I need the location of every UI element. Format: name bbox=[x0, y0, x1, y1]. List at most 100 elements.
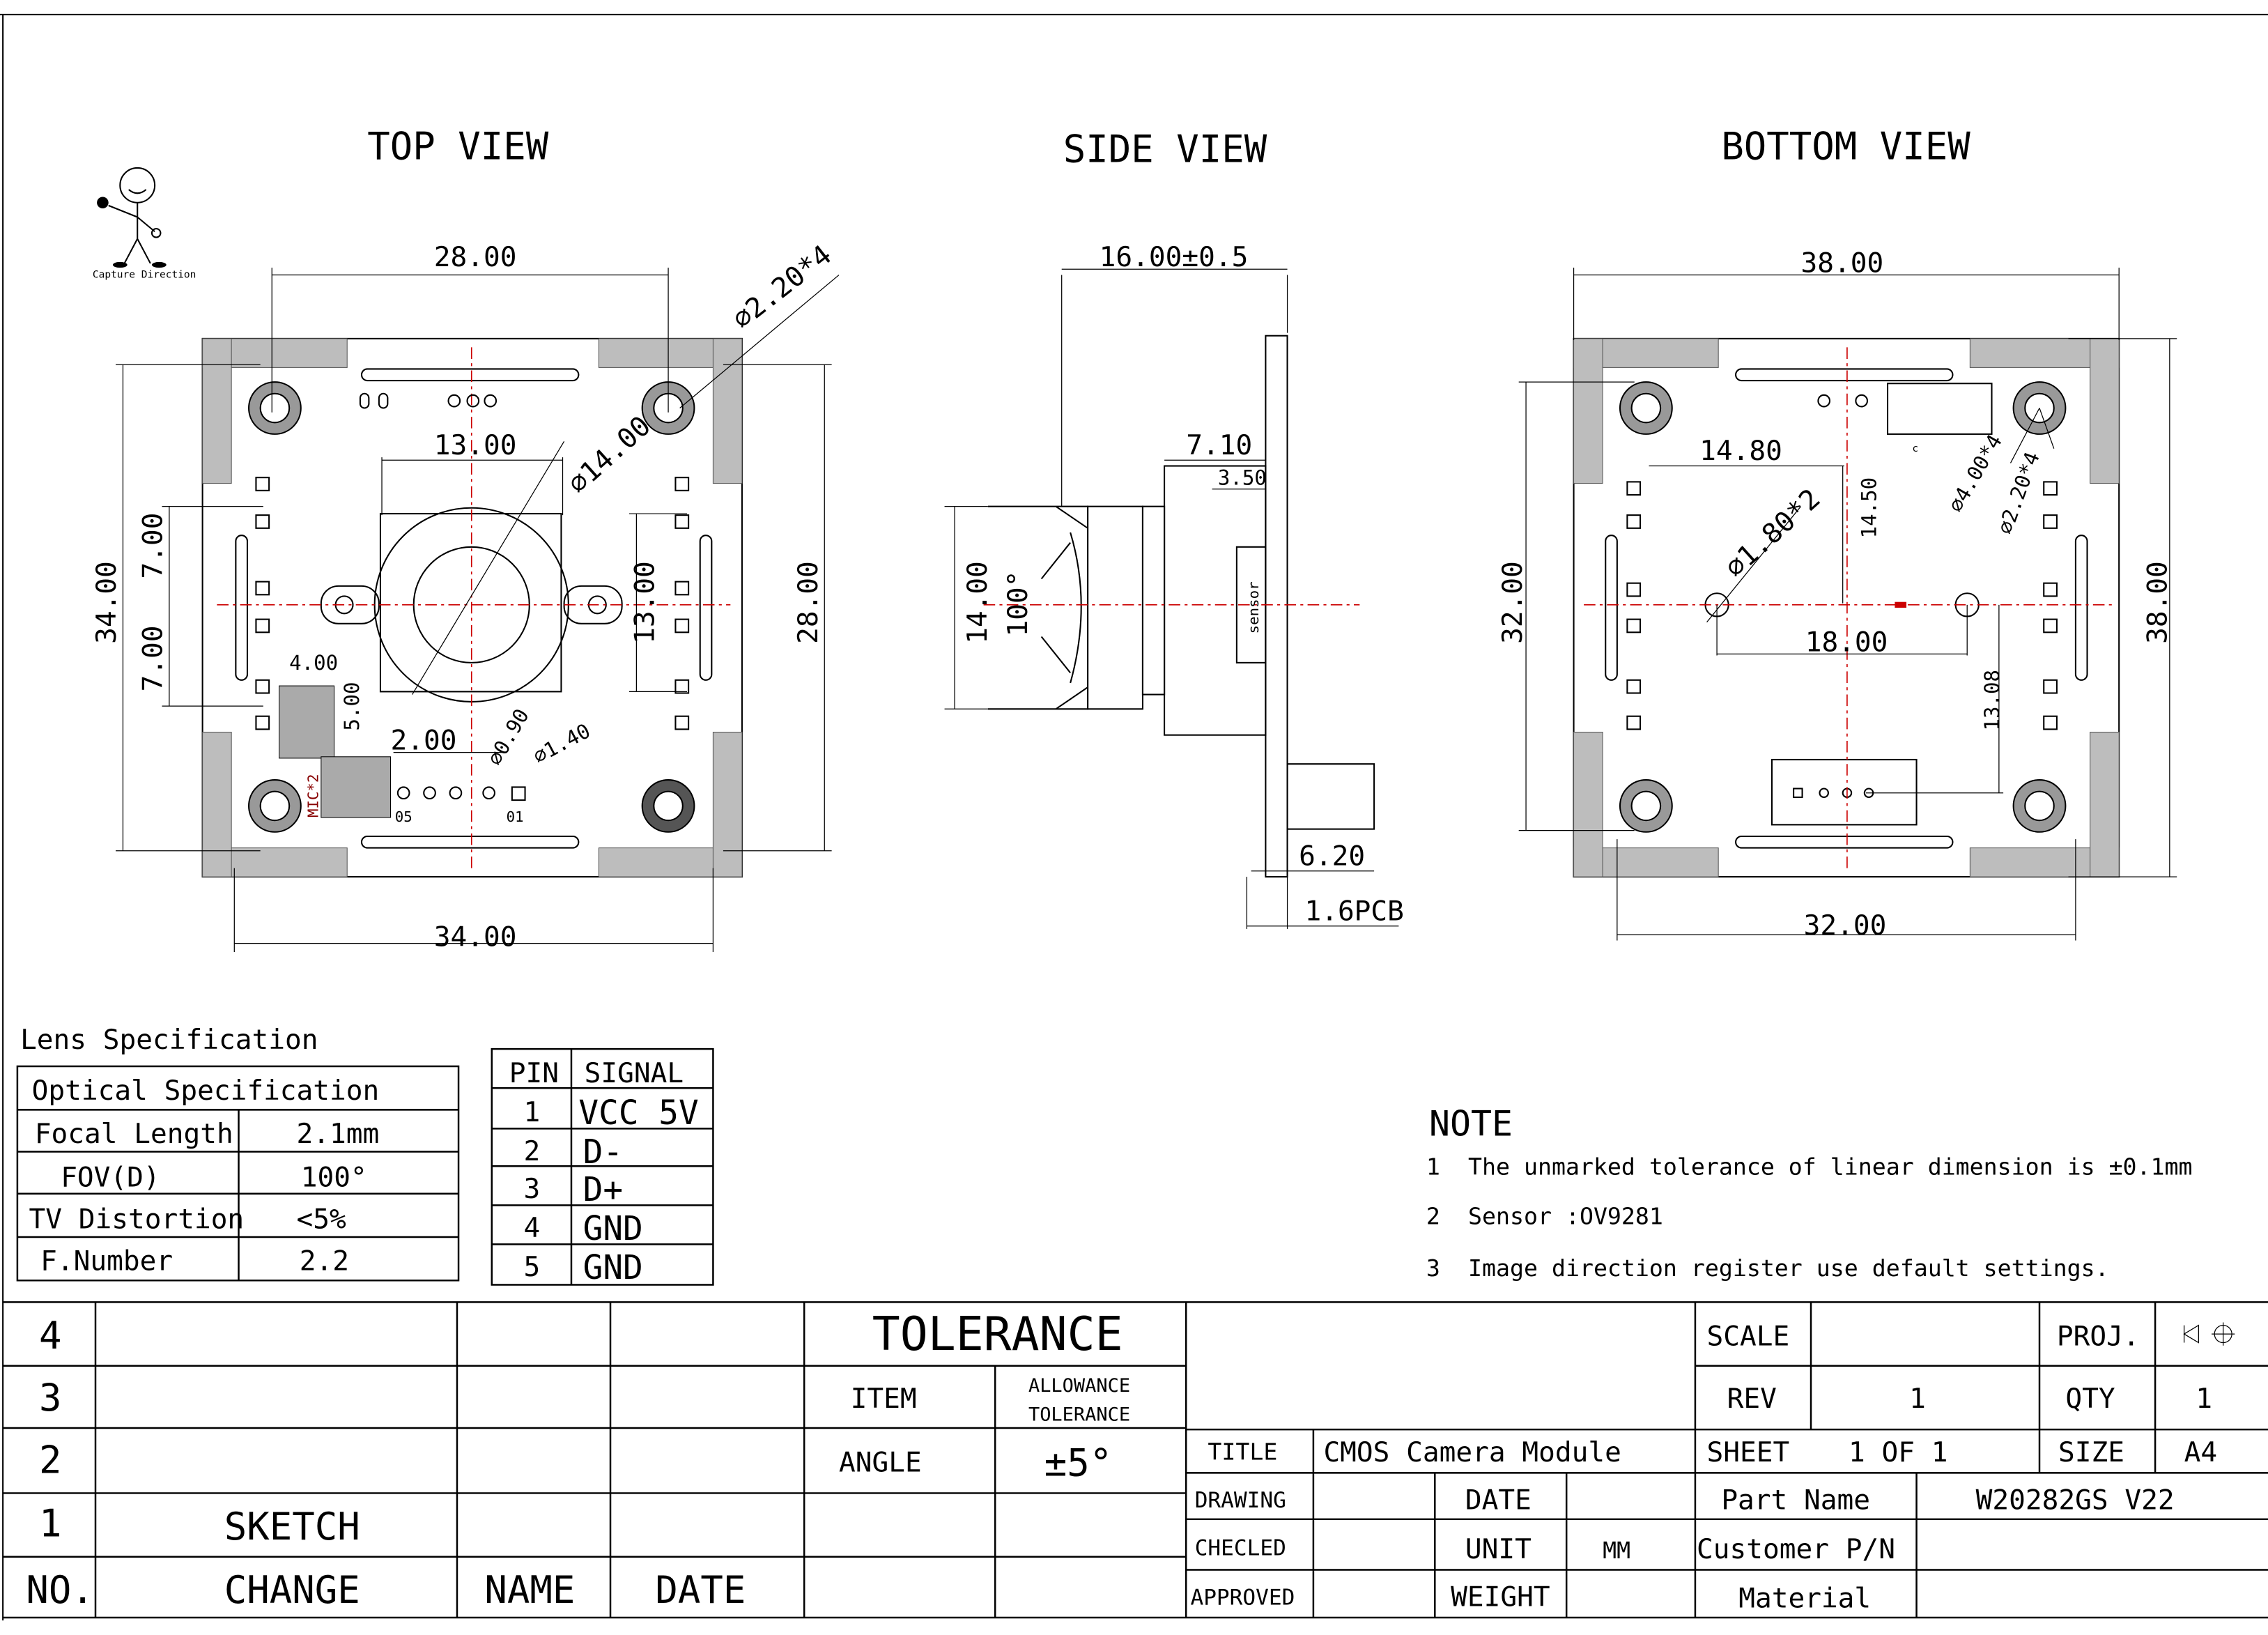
dim-bot-1308: 13.08 bbox=[1980, 670, 2004, 730]
label-pin-01: 01 bbox=[507, 808, 524, 825]
dim-top-13-h: 13.00 bbox=[628, 561, 661, 644]
signal-header: SIGNAL bbox=[585, 1057, 684, 1089]
pin-number: 4 bbox=[523, 1212, 540, 1244]
dim-top-28-h: 28.00 bbox=[792, 561, 824, 644]
dim-side-710: 7.10 bbox=[1186, 429, 1252, 461]
bottom-view: 38.00 14.80 14.50 ⌀4.00*4 ⌀2.20*4 ⌀1.80*… bbox=[1497, 247, 2177, 942]
note-text: Image direction register use default set… bbox=[1468, 1254, 2109, 1282]
pin-signal: GND bbox=[583, 1210, 643, 1248]
unit-label: UNIT bbox=[1465, 1533, 1532, 1565]
lens-spec-table: Lens Specification Optical Specification… bbox=[16, 1024, 460, 1282]
dim-side-350: 3.50 bbox=[1218, 466, 1267, 490]
pin-number: 1 bbox=[523, 1096, 540, 1128]
note-text: Sensor :OV9281 bbox=[1468, 1202, 1663, 1229]
rev-row-number: 4 bbox=[39, 1314, 62, 1358]
dim-bot-18: 18.00 bbox=[1805, 626, 1888, 658]
angle-label: ANGLE bbox=[839, 1446, 922, 1478]
part-name-value: W20282GS V22 bbox=[1976, 1484, 2175, 1516]
pin-signal: D+ bbox=[583, 1171, 623, 1209]
pin-signal: GND bbox=[583, 1249, 643, 1287]
spec-key: Focal Length bbox=[35, 1118, 233, 1150]
date-header: DATE bbox=[655, 1568, 746, 1612]
dim-bot-1450: 14.50 bbox=[1857, 477, 1881, 538]
qty-label: QTY bbox=[2065, 1383, 2115, 1415]
note-number: 3 bbox=[1426, 1254, 1440, 1282]
dim-bot-32-h: 32.00 bbox=[1497, 561, 1529, 644]
scale-label: SCALE bbox=[1707, 1321, 1790, 1353]
drawing-label: DRAWING bbox=[1195, 1488, 1286, 1513]
customer-pn-label: Customer P/N bbox=[1697, 1533, 1895, 1565]
dim-top-34-w: 34.00 bbox=[434, 921, 517, 953]
bottom-mounting-holes bbox=[1619, 381, 2067, 833]
unit-value: MM bbox=[1603, 1537, 1630, 1564]
qty-value: 1 bbox=[2196, 1383, 2212, 1415]
proj-label: PROJ. bbox=[2057, 1321, 2140, 1353]
rev-row-number: 1 bbox=[39, 1502, 62, 1546]
dim-top-7-lower: 7.00 bbox=[137, 625, 169, 691]
size-value: A4 bbox=[2184, 1436, 2218, 1468]
spec-value: <5% bbox=[297, 1204, 346, 1236]
weight-label: WEIGHT bbox=[1451, 1581, 1550, 1613]
note-number: 1 bbox=[1426, 1153, 1440, 1181]
dim-top-5: 5.00 bbox=[340, 682, 364, 730]
pin-number: 5 bbox=[523, 1251, 540, 1283]
spec-value: 2.2 bbox=[300, 1245, 349, 1277]
mounting-holes bbox=[248, 381, 695, 833]
title-block: SCALE PROJ. REV 1 QTY 1 TITLE CMOS Camer… bbox=[1186, 1302, 2268, 1618]
dim-side-pcb: 1.6PCB bbox=[1304, 895, 1403, 927]
dim-bot-32-w: 32.00 bbox=[1804, 909, 1887, 942]
dim-top-7-upper: 7.00 bbox=[137, 512, 169, 578]
dim-top-2: 2.00 bbox=[390, 724, 456, 756]
tolerance-item-header: ITEM bbox=[851, 1383, 917, 1415]
projection-symbol-icon bbox=[2183, 1322, 2235, 1346]
spec-key: FOV(D) bbox=[61, 1161, 160, 1193]
dim-side-fov: 100° bbox=[1002, 571, 1034, 637]
dim-side-16: 16.00±0.5 bbox=[1100, 241, 1249, 273]
note-text: The unmarked tolerance of linear dimensi… bbox=[1468, 1153, 2192, 1181]
pin-table: PIN SIGNAL 1 VCC 5V 2 D- 3 D+ 4 GND 5 GN… bbox=[491, 1047, 714, 1287]
angle-value: ±5° bbox=[1044, 1441, 1112, 1485]
note-title: NOTE bbox=[1429, 1104, 1513, 1144]
tolerance-header: TOLERANCE bbox=[1028, 1404, 1130, 1426]
bottom-view-title: BOTTOM VIEW bbox=[1721, 124, 1970, 168]
rev-value: 1 bbox=[1909, 1383, 1926, 1415]
checked-label: CHECLED bbox=[1195, 1536, 1286, 1561]
dim-side-14: 14.00 bbox=[962, 561, 994, 644]
dim-side-620: 6.20 bbox=[1299, 840, 1365, 873]
dim-top-4: 4.00 bbox=[289, 651, 338, 675]
approved-label: APPROVED bbox=[1190, 1585, 1295, 1610]
dim-bot-38-w: 38.00 bbox=[1800, 247, 1883, 279]
pin-signal: VCC 5V bbox=[578, 1094, 698, 1133]
logo-caption: Capture Direction bbox=[93, 270, 196, 281]
top-view-title: TOP VIEW bbox=[367, 124, 548, 168]
sheet-label: SHEET bbox=[1707, 1436, 1790, 1468]
revision-table: 4 3 2 1 SKETCH NO. CHANGE NAME DATE TOLE… bbox=[3, 1301, 2268, 1619]
no-header: NO. bbox=[26, 1568, 93, 1612]
pads bbox=[255, 392, 690, 801]
note-number: 2 bbox=[1426, 1202, 1440, 1229]
dim-top-13-w: 13.00 bbox=[434, 429, 517, 461]
change-header: CHANGE bbox=[224, 1568, 360, 1612]
sheet-value: 1 OF 1 bbox=[1849, 1436, 1947, 1468]
allowance-header: ALLOWANCE bbox=[1028, 1375, 1130, 1397]
part-name-label: Part Name bbox=[1721, 1484, 1870, 1516]
dim-top-34-h: 34.00 bbox=[91, 561, 123, 644]
spec-value: 100° bbox=[301, 1161, 367, 1193]
label-connector-c: c bbox=[1912, 443, 1918, 454]
spec-key: F.Number bbox=[40, 1245, 173, 1277]
lens-spec-header: Optical Specification bbox=[32, 1075, 380, 1107]
side-view-title: SIDE VIEW bbox=[1063, 128, 1267, 171]
rev-label: REV bbox=[1727, 1383, 1777, 1415]
top-view: 28.00 ⌀2.20*4 13.00 ⌀14.00 34.00 7.00 7.… bbox=[91, 239, 840, 953]
label-mic: MIC*2 bbox=[305, 774, 322, 817]
sketch-label: SKETCH bbox=[224, 1505, 360, 1549]
pin-signal: D- bbox=[583, 1133, 623, 1172]
material-label: Material bbox=[1738, 1582, 1871, 1614]
capture-direction-logo: Capture Direction bbox=[93, 167, 196, 281]
rev-row-number: 2 bbox=[39, 1438, 62, 1482]
name-header: NAME bbox=[484, 1568, 575, 1612]
bottom-pads bbox=[1626, 394, 2058, 730]
pin-number: 2 bbox=[523, 1135, 540, 1167]
title-value: CMOS Camera Module bbox=[1323, 1436, 1621, 1468]
